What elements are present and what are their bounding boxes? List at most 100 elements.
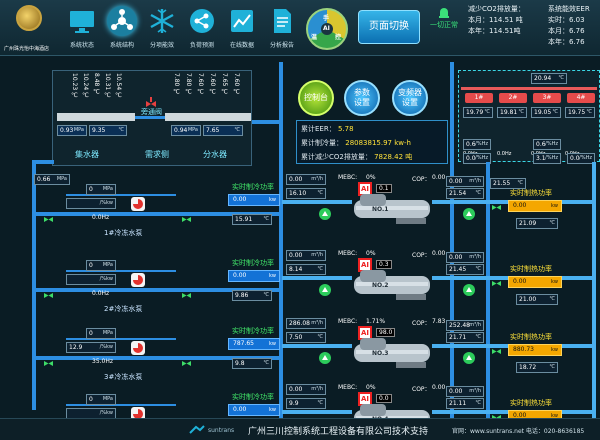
chiller-name: NO.2 xyxy=(372,282,389,289)
nav-load-forecast[interactable]: 负荷预测 xyxy=(182,6,222,52)
tower-supply-temp: 20.94℃ xyxy=(531,73,567,84)
pump-name: 2#冷冻水泵 xyxy=(104,305,143,313)
run-state: 一切正常 xyxy=(426,6,462,30)
distributor-branch-temp: 7.80 ℃ xyxy=(173,73,180,96)
collector-branch-temp: 10.23 ℃ xyxy=(71,73,78,100)
collector-branch-temp: 10.24 ℃ xyxy=(82,73,89,100)
ai-mode-wheel[interactable]: 手 温 控 AI xyxy=(306,8,348,50)
pump-icon[interactable] xyxy=(130,340,146,356)
chiller-mebc-label: MEBC: xyxy=(338,250,358,257)
bypass-pipe xyxy=(135,116,165,119)
cw-supply-temp: 21.55℃ xyxy=(490,178,526,189)
nav-analysis-report[interactable]: 分析报告 xyxy=(262,6,302,52)
cooling-power-title: 实时制冷功率 xyxy=(232,259,274,267)
tower-fan-speed: 0.0/%Hz xyxy=(567,153,595,164)
chart-line-icon xyxy=(231,10,253,32)
chiller-load: 0.0 xyxy=(376,394,392,403)
heating-power-title: 实时制热功率 xyxy=(510,265,552,273)
valve-icon[interactable] xyxy=(492,341,501,354)
valve-icon[interactable] xyxy=(492,407,501,420)
flow-meter-icon xyxy=(462,206,476,220)
valve-icon[interactable] xyxy=(182,209,191,222)
pump-bypass-pipe xyxy=(66,194,176,196)
distributor-temp: 7.65℃ xyxy=(203,125,243,136)
tower-fan-hz: 0.0Hz xyxy=(497,151,512,157)
ai-mode-center: AI xyxy=(321,23,333,35)
cw-return-pipe xyxy=(486,162,490,418)
chiller-unit[interactable] xyxy=(352,192,432,226)
chiller-ai-badge[interactable]: AI xyxy=(358,392,372,406)
valve-icon[interactable] xyxy=(182,353,191,366)
chiller-name: NO.3 xyxy=(372,350,389,357)
evaporator-pipe xyxy=(282,410,352,414)
nav-item-efficiency[interactable]: 分项能效 xyxy=(142,6,182,52)
distributor-branch-temp: 7.80 ℃ xyxy=(185,73,192,96)
chiller-mebc-value: 0% xyxy=(366,384,376,391)
page-switch-button[interactable]: 页面切换 xyxy=(358,10,420,44)
evaporator-pipe xyxy=(282,200,352,204)
chiller-cop-value: 0.00 xyxy=(432,174,446,181)
chiller-cop-label: COP： xyxy=(412,320,431,327)
params-settings-button[interactable]: 参数 设置 xyxy=(344,80,380,116)
chiller-unit[interactable] xyxy=(352,336,432,370)
chiller-cop-label: COP： xyxy=(412,176,431,183)
cw-temp-out: 21.09℃ xyxy=(516,218,558,229)
distributor-branch-temp: 7.60 ℃ xyxy=(197,73,204,96)
snowflake-icon xyxy=(150,9,174,33)
chw-supply-temp: 9.9℃ xyxy=(286,398,326,409)
bypass-valve-icon[interactable] xyxy=(145,97,157,111)
tower-unit-temp: 19.05℃ xyxy=(531,107,561,118)
pump-bypass-pipe xyxy=(66,338,176,340)
chw-branch-pipe xyxy=(32,212,282,216)
nav-system-structure[interactable]: 系统结构 xyxy=(102,6,142,52)
nav-online-data[interactable]: 在线数据 xyxy=(222,6,262,52)
cw-temp-in: 21.45℃ xyxy=(446,264,484,275)
chw-branch-pipe xyxy=(32,288,282,292)
pump-icon[interactable] xyxy=(130,272,146,288)
nav-system-status[interactable]: 系统状态 xyxy=(62,6,102,52)
header-bar: 广州珠光怡中海酒店 系统状态 系统结构 分项能效 负荷预测 xyxy=(0,0,600,56)
tower-unit-temp: 19.75℃ xyxy=(565,107,595,118)
cooling-power-title: 实时制冷功率 xyxy=(232,327,274,335)
tower-unit-label: 1# xyxy=(465,93,493,103)
chiller-unit[interactable] xyxy=(352,268,432,302)
tower-unit-temp: 19.79℃ xyxy=(463,107,493,118)
tower-fan-speed: 0.6/%Hz xyxy=(463,139,491,150)
valve-icon[interactable] xyxy=(492,273,501,286)
distributor-out-pipe xyxy=(252,120,282,124)
cw-temp-in: 21.11℃ xyxy=(446,398,484,409)
control-console-button[interactable]: 控制台 xyxy=(298,80,334,116)
chw-return-temp: 15.91℃ xyxy=(232,214,272,225)
pump-icon[interactable] xyxy=(130,196,146,212)
flow-meter-icon xyxy=(318,282,332,296)
valve-icon[interactable] xyxy=(492,197,501,210)
valve-icon[interactable] xyxy=(44,209,53,222)
cw-main-pipe xyxy=(450,62,454,418)
distributor-branch-temp: 7.60 ℃ xyxy=(209,73,216,96)
pump-power: 12.9/%kw xyxy=(66,342,116,353)
valve-icon[interactable] xyxy=(44,353,53,366)
pump-icon[interactable] xyxy=(130,406,146,422)
chiller-cop-value: 0.00 xyxy=(432,384,446,391)
chiller-mebc-label: MEBC: xyxy=(338,384,358,391)
collector-temp: 9.35℃ xyxy=(89,125,127,136)
chw-supply-temp: 8.14℃ xyxy=(286,264,326,275)
vfd-settings-button[interactable]: 变频器 设置 xyxy=(392,80,428,116)
cumulative-stats-panel: 累计EER： 5.78 累计制冷量： 28083815.97 kw-h 累计减少… xyxy=(296,120,448,164)
valve-icon[interactable] xyxy=(182,285,191,298)
valve-icon[interactable] xyxy=(44,285,53,298)
